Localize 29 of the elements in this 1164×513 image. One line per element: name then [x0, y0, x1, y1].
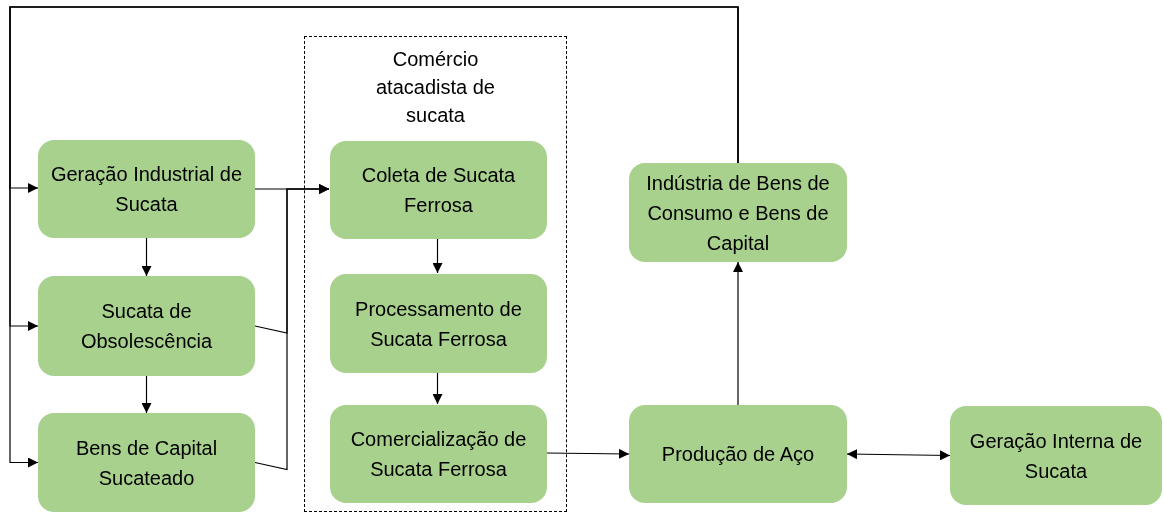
arrow [545, 448, 630, 459]
arrow [254, 184, 330, 471]
process-box [950, 406, 1162, 505]
box-label: Produção de Aço [661, 442, 815, 467]
arrow [846, 449, 951, 461]
process-box [629, 405, 847, 503]
arrow [141, 375, 152, 414]
process-box [38, 140, 255, 238]
box-label: Indústria de Bens de Consumo e Bens de Capital [645, 170, 831, 256]
arrow [432, 371, 443, 405]
arrow [733, 261, 743, 406]
arrow [141, 237, 152, 277]
process-box [330, 274, 547, 373]
box-label: Sucata de Obsolescência [79, 299, 214, 354]
process-box [38, 276, 255, 376]
group-title: Comércio atacadista de sucata [375, 47, 496, 128]
box-label: Geração Interna de Sucata [968, 428, 1144, 484]
arrow [432, 237, 443, 274]
process-box [38, 413, 255, 512]
box-label: Processamento de Sucata Ferrosa [354, 296, 523, 352]
box-label: Bens de Capital Sucateado [74, 435, 219, 491]
process-box [330, 405, 547, 503]
process-box [629, 163, 847, 262]
box-label: Comercialização de Sucata Ferrosa [349, 427, 528, 482]
arrow [9, 6, 739, 468]
dashed-group-box [304, 36, 567, 512]
box-label: Geração Industrial de Sucata [49, 162, 244, 217]
box-label: Coleta de Sucata Ferrosa [360, 163, 517, 218]
process-box [330, 141, 547, 239]
